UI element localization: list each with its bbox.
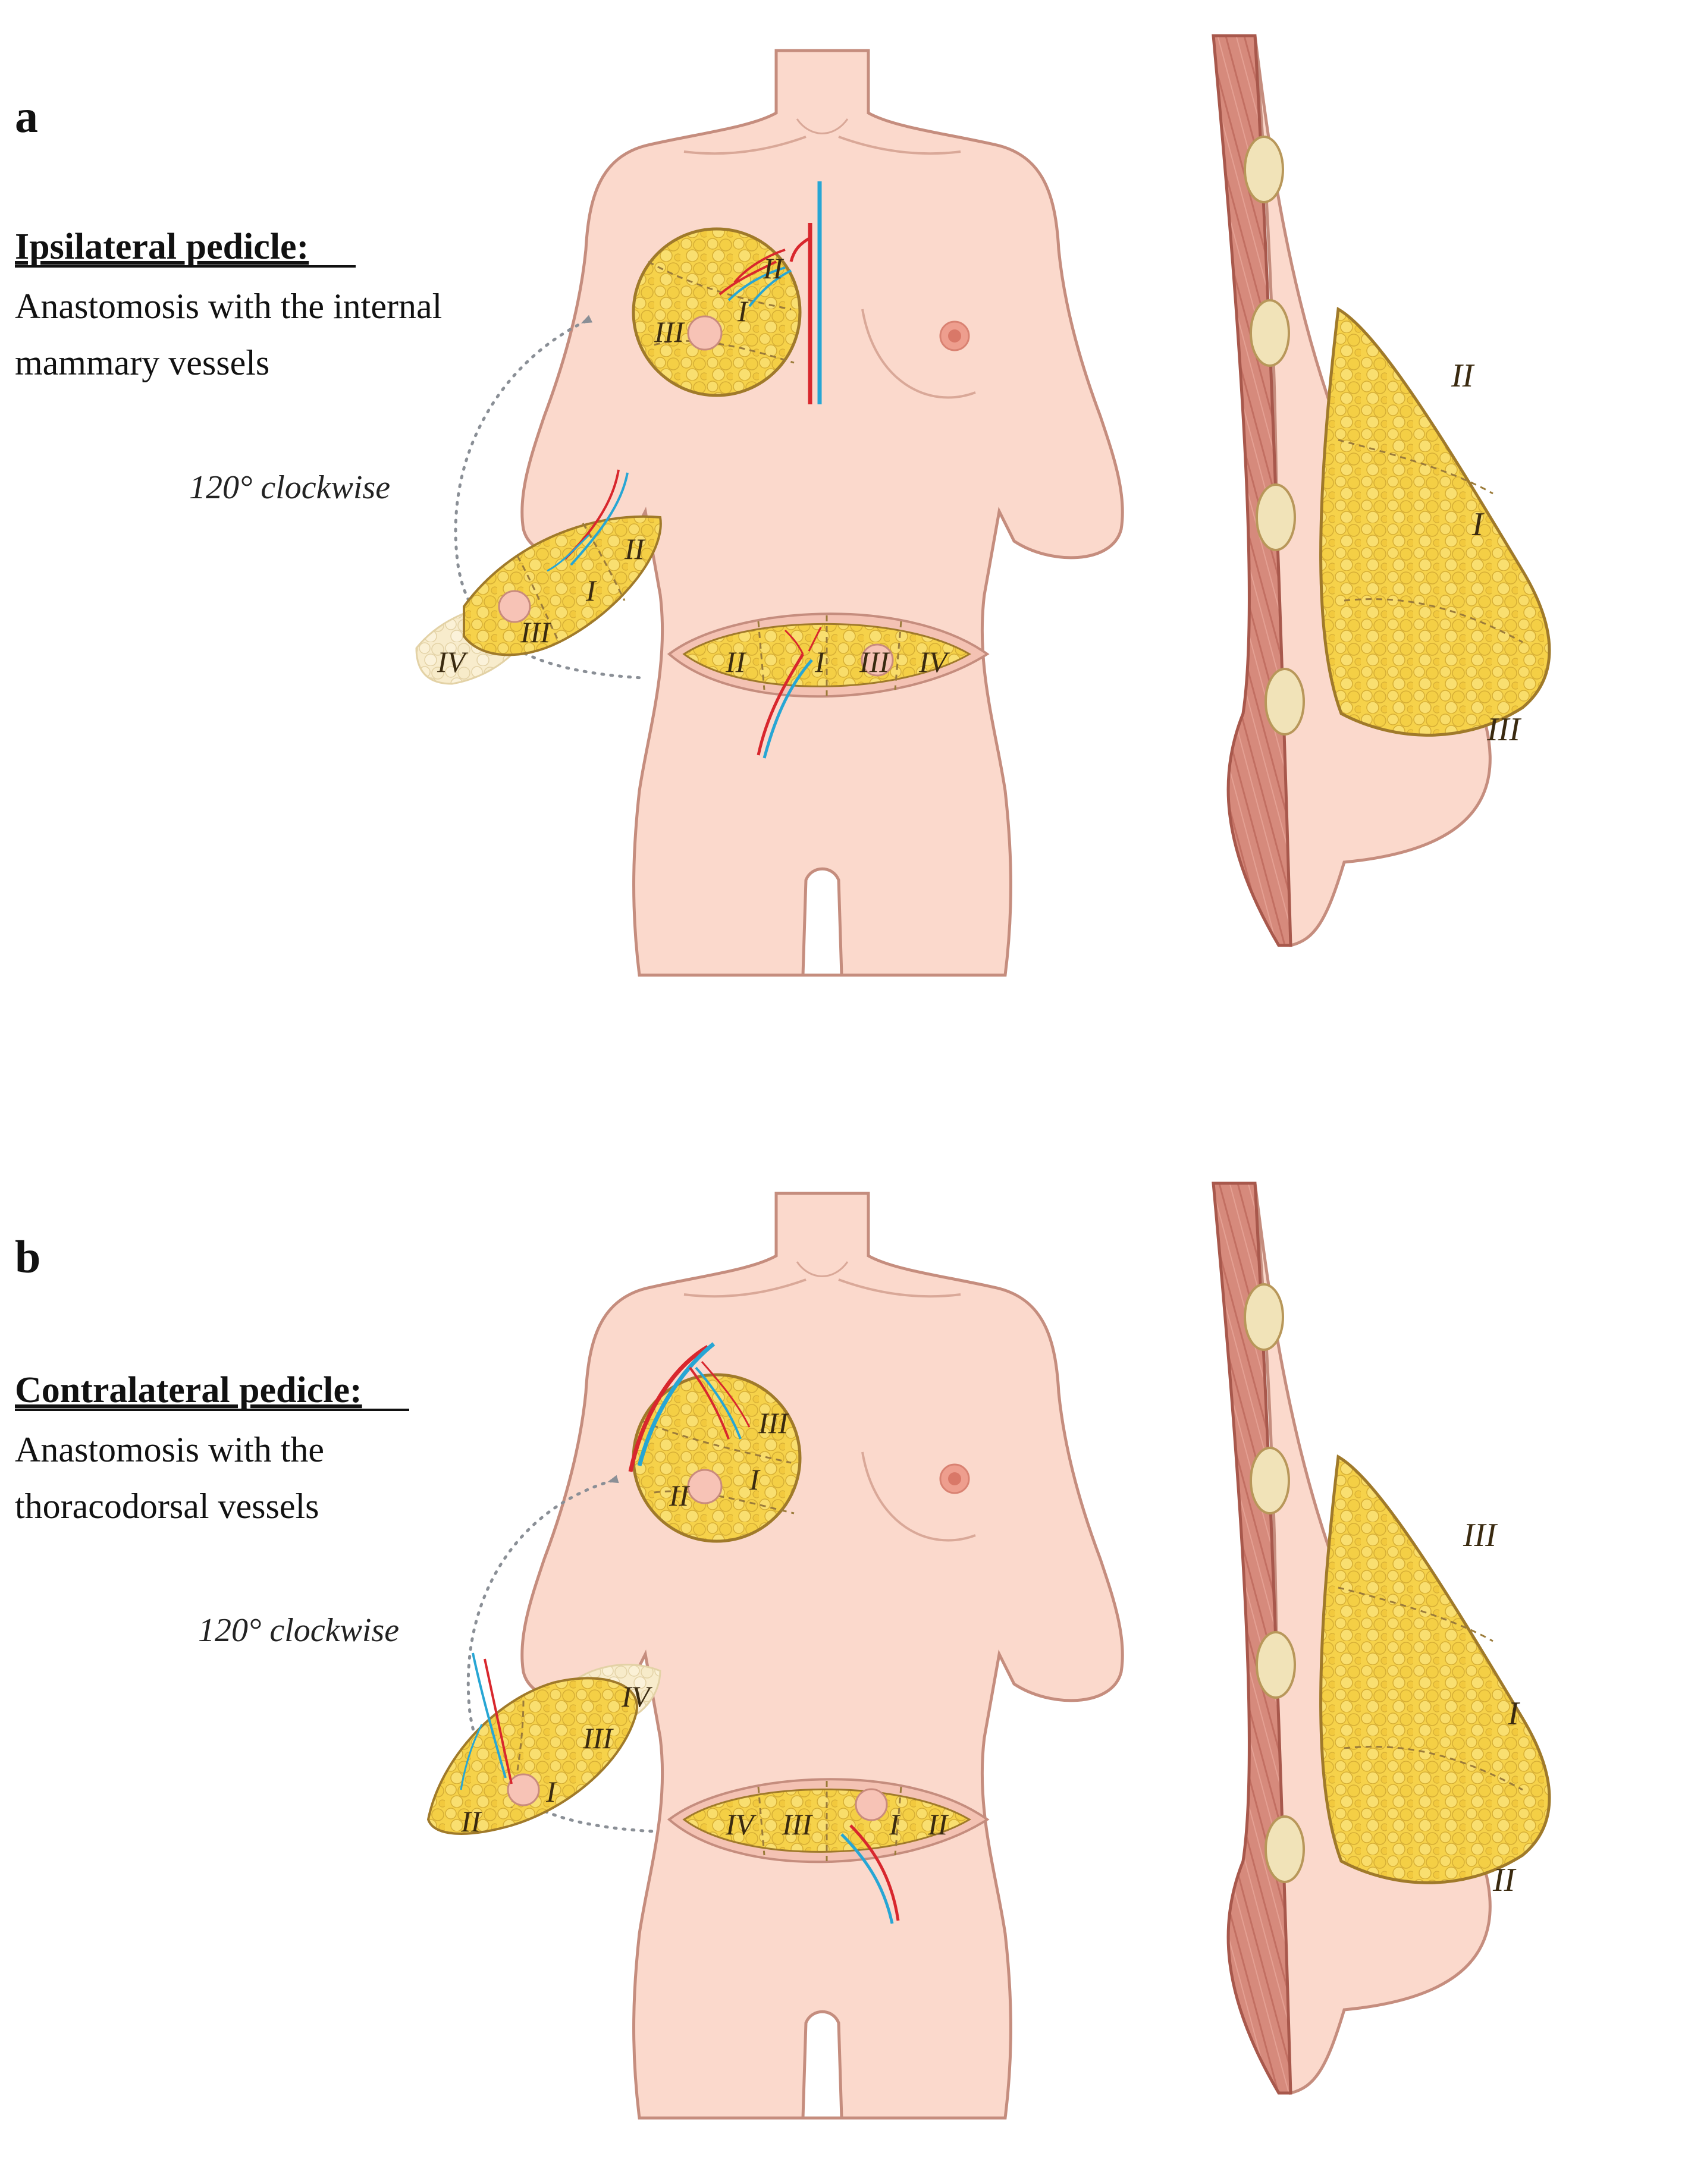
- panel-a-rotation-label: 120° clockwise: [189, 469, 390, 506]
- abdomen-b-zone-2: III: [782, 1808, 813, 1841]
- abdomen-a-zone-3: III: [859, 645, 890, 678]
- sagittal-b-zone-top: III: [1463, 1517, 1498, 1554]
- flap-a-zone-1: II: [624, 532, 646, 565]
- sagittal-a-zone-middle: I: [1471, 506, 1485, 543]
- sagittal-b-zone-middle: I: [1507, 1695, 1520, 1732]
- rotation-arrow-b: [466, 1475, 656, 1833]
- panel-b-letter: b: [15, 1231, 40, 1283]
- abdomen-b-zone-1: IV: [725, 1808, 757, 1841]
- sagittal-a-zone-top: II: [1451, 357, 1475, 394]
- panel-a-desc-line1: Anastomosis with the internal: [15, 287, 442, 326]
- panel-b-heading: Contralateral pedicle:: [15, 1370, 362, 1410]
- internal-mammary-vessels: [789, 181, 822, 404]
- panel-a-letter: a: [15, 90, 38, 142]
- torso-b: [522, 1193, 1123, 2118]
- panel-b: b Contralateral pedicle: Anastomosis wit…: [15, 1181, 1551, 2118]
- flap-b-zone-4: II: [460, 1805, 482, 1838]
- rotated-flap-a: II I III IV: [415, 469, 662, 685]
- panel-b-desc-line1: Anastomosis with the: [15, 1430, 324, 1469]
- panel-b-rotation-label: 120° clockwise: [198, 1612, 399, 1649]
- abdomen-flap-a: II I III IV: [667, 612, 990, 759]
- flap-a-zone-2: I: [585, 574, 597, 607]
- breast-a-zone-1: II: [763, 252, 785, 285]
- abdomen-a-zone-4: IV: [918, 645, 950, 678]
- panel-a-heading: Ipsilateral pedicle:: [15, 227, 309, 267]
- flap-a-zone-4: IV: [437, 645, 469, 678]
- flap-b-zone-1: IV: [621, 1680, 653, 1713]
- panel-b-desc-line2: thoracodorsal vessels: [15, 1487, 319, 1526]
- sagittal-a-zone-bottom: III: [1486, 711, 1521, 748]
- rotated-flap-b: IV III I II: [426, 1652, 661, 1838]
- reconstructed-breast-a: II I III: [632, 227, 802, 397]
- flap-b-zone-2: III: [582, 1721, 614, 1755]
- sagittal-view-b: III I II: [1212, 1181, 1551, 2095]
- rotation-arrow-a: [454, 315, 644, 680]
- flap-b-zone-3: I: [545, 1775, 557, 1808]
- breast-b-zone-3: II: [669, 1479, 691, 1512]
- abdomen-b-zone-3: I: [889, 1808, 900, 1841]
- flap-a-zone-3: III: [520, 615, 551, 649]
- panel-a: a Ipsilateral pedicle: Anastomosis with …: [15, 34, 1551, 975]
- abdomen-a-zone-1: II: [725, 645, 747, 678]
- sagittal-b-zone-bottom: II: [1492, 1862, 1517, 1899]
- breast-b-zone-2: I: [749, 1463, 761, 1496]
- abdomen-a-zone-2: I: [814, 645, 826, 678]
- abdomen-flap-b: IV III I II: [667, 1778, 990, 1924]
- reconstructed-breast-b: III I II: [628, 1342, 802, 1543]
- sagittal-view-a: II I III: [1212, 34, 1551, 948]
- panel-a-desc-line2: mammary vessels: [15, 343, 269, 382]
- breast-b-zone-1: III: [758, 1406, 789, 1440]
- abdomen-b-zone-4: II: [927, 1808, 949, 1841]
- breast-a-zone-2: I: [737, 294, 749, 328]
- breast-a-zone-3: III: [654, 315, 685, 348]
